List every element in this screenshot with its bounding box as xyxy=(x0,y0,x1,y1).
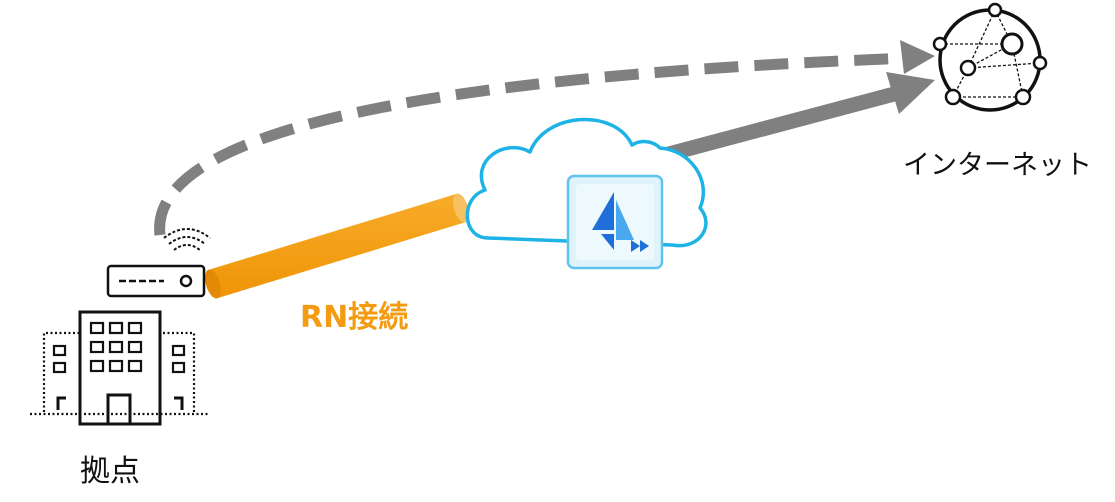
base-label: 拠点 xyxy=(80,454,140,489)
building-icon xyxy=(30,310,208,426)
wifi-icon xyxy=(163,228,211,251)
direct-route-dashed-arrow xyxy=(154,52,911,236)
cloud-to-internet-arrow xyxy=(663,85,900,163)
rn-connection-pipe xyxy=(204,193,470,299)
service-logo-icon xyxy=(566,174,664,270)
globe-network-icon xyxy=(932,2,1048,112)
cloud-to-internet-arrowhead xyxy=(886,72,935,114)
internet-label: インターネット xyxy=(903,150,1092,181)
router-icon xyxy=(106,264,206,298)
rn-connection-label: RN接続 xyxy=(300,300,409,335)
direct-route-arrowhead xyxy=(900,40,935,74)
